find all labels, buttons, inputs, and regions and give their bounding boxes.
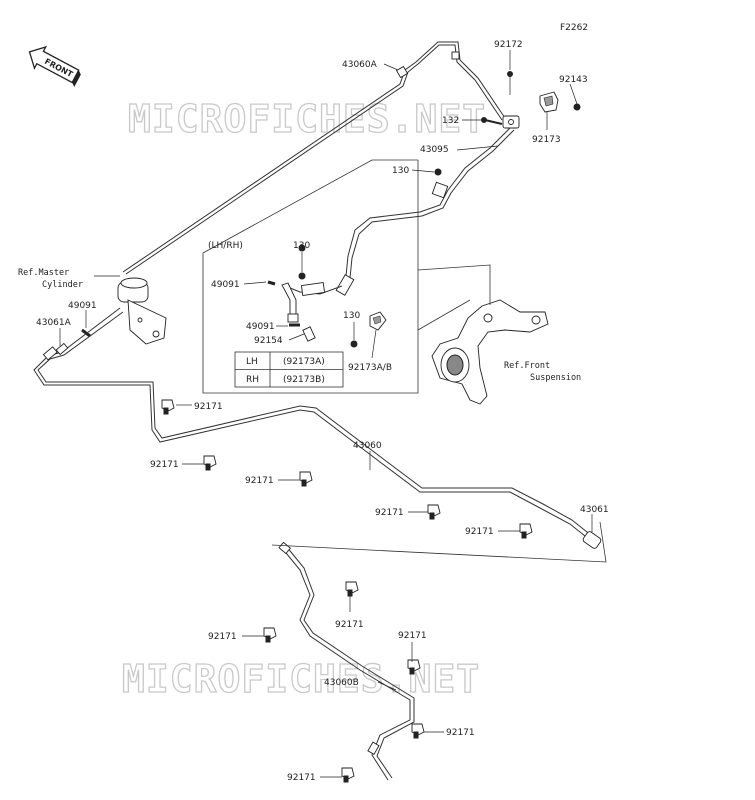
bleeder-92154 bbox=[302, 326, 316, 342]
inset-table-side-rh: RH bbox=[246, 375, 259, 385]
bolt-130-low bbox=[350, 340, 358, 348]
leader-lines bbox=[59, 50, 593, 778]
ref-master-cylinder-2: Cylinder bbox=[42, 280, 83, 290]
clamp-92171-e bbox=[519, 523, 533, 539]
clamp-92171-c bbox=[299, 471, 313, 487]
label-92173ab: 92173A/B bbox=[348, 363, 392, 373]
brake-line-43060 bbox=[33, 307, 602, 549]
bolt-130-mid bbox=[298, 244, 306, 252]
label-43060a: 43060A bbox=[342, 60, 378, 70]
label-92171-f: 92171 bbox=[335, 620, 364, 630]
label-130-low: 130 bbox=[343, 311, 360, 321]
label-92154: 92154 bbox=[254, 336, 283, 346]
watermark-top: MICROFICHES.NET bbox=[128, 97, 486, 141]
clamp-92171-g bbox=[263, 627, 277, 643]
ref-master-cylinder-1: Ref.Master bbox=[18, 268, 69, 278]
clamp-92171-b bbox=[203, 455, 217, 471]
ref-front-suspension-2: Suspension bbox=[530, 373, 581, 383]
bolt-92172 bbox=[507, 71, 513, 95]
nut-92143 bbox=[573, 103, 581, 111]
label-43060b: 43060B bbox=[324, 678, 359, 688]
assembly-guide-line bbox=[271, 521, 607, 563]
label-92171-d: 92171 bbox=[375, 508, 404, 518]
inset-table-part-rh: (92173B) bbox=[283, 375, 325, 385]
label-43095: 43095 bbox=[420, 145, 449, 155]
label-43061: 43061 bbox=[580, 505, 609, 515]
label-132: 132 bbox=[442, 116, 459, 126]
label-92171-g: 92171 bbox=[208, 632, 237, 642]
clamp-92171-h bbox=[407, 659, 421, 675]
ref-front-suspension-1: Ref.Front bbox=[504, 361, 550, 371]
junction-block bbox=[502, 115, 520, 129]
inset-title: (LH/RH) bbox=[208, 241, 243, 251]
label-92173: 92173 bbox=[532, 135, 561, 145]
master-cylinder bbox=[117, 277, 167, 345]
clamp-92171-f bbox=[345, 581, 359, 597]
label-92171-i: 92171 bbox=[446, 728, 475, 738]
label-49091-inset-b: 49091 bbox=[246, 322, 275, 332]
label-92171-c: 92171 bbox=[245, 476, 274, 486]
label-43061a: 43061A bbox=[36, 318, 72, 328]
inset-table-side-lh: LH bbox=[246, 357, 258, 367]
watermark-bottom: MICROFICHES.NET bbox=[122, 657, 480, 701]
label-130-top: 130 bbox=[392, 166, 409, 176]
bracket-92173 bbox=[539, 91, 559, 113]
label-43060: 43060 bbox=[353, 441, 382, 451]
bracket-92173ab bbox=[369, 311, 387, 331]
clamp-92171-d bbox=[427, 504, 441, 520]
label-130-mid: 130 bbox=[293, 241, 310, 251]
figure-code: F2262 bbox=[560, 23, 588, 33]
inset-table: LH (92173A) RH (92173B) bbox=[234, 351, 344, 388]
label-92171-j: 92171 bbox=[287, 773, 316, 783]
label-49091-mc: 49091 bbox=[68, 301, 97, 311]
lh-rh-inset-box: (LH/RH) LH (92173A) RH (92173B) bbox=[202, 159, 419, 394]
front-arrow-icon: FRONT bbox=[28, 45, 81, 88]
brake-line-43060a bbox=[122, 41, 506, 275]
washer-49091-a bbox=[267, 280, 276, 286]
bolt-130-top bbox=[434, 168, 442, 176]
label-92143: 92143 bbox=[559, 75, 588, 85]
label-49091-inset-a: 49091 bbox=[211, 280, 240, 290]
brake-line-43060b bbox=[278, 541, 415, 781]
clamp-92171-j bbox=[341, 767, 355, 783]
inset-table-part-lh: (92173A) bbox=[283, 357, 325, 367]
washer-49091-mc bbox=[81, 328, 91, 338]
label-92172: 92172 bbox=[494, 40, 523, 50]
label-92171-b: 92171 bbox=[150, 460, 179, 470]
label-92171-a: 92171 bbox=[194, 402, 223, 412]
bolt-132 bbox=[481, 117, 503, 125]
label-92171-h: 92171 bbox=[398, 631, 427, 641]
clamp-92171-i bbox=[411, 723, 425, 739]
hose-end-fitting bbox=[281, 272, 343, 323]
label-92171-e: 92171 bbox=[465, 527, 494, 537]
front-suspension-knuckle bbox=[417, 264, 549, 405]
clamp-92171-a bbox=[161, 399, 175, 415]
brake-hose-43095 bbox=[335, 127, 515, 296]
